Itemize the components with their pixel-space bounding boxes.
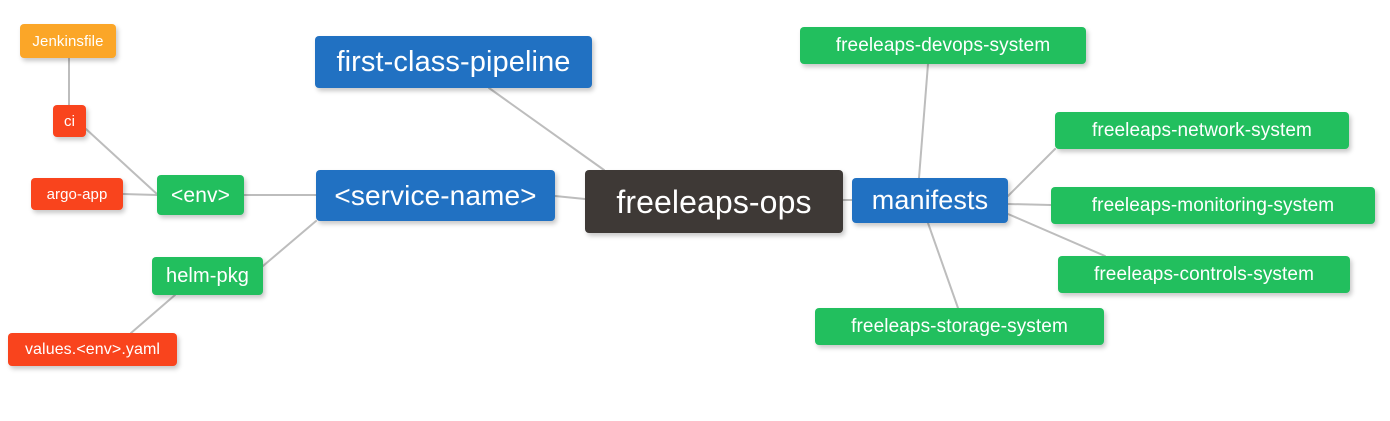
mindmap-node-freeleaps-controls-system[interactable]: freeleaps-controls-system [1058, 256, 1350, 293]
edge-manifests-to-freeleaps-devops-system [918, 63, 929, 179]
mindmap-node-ci[interactable]: ci [53, 105, 86, 137]
edge-service-name-to-helm-pkg [262, 220, 317, 267]
node-label-freeleaps-storage-system: freeleaps-storage-system [851, 316, 1068, 337]
node-label-ci: ci [63, 112, 76, 130]
node-label-freeleaps-ops: freeleaps-ops [616, 183, 812, 220]
mindmap-node-freeleaps-ops[interactable]: freeleaps-ops [585, 170, 843, 233]
mindmap-node-freeleaps-storage-system[interactable]: freeleaps-storage-system [815, 308, 1104, 345]
edge-manifests-to-freeleaps-storage-system [927, 222, 959, 309]
node-label-values-yaml: values.<env>.yaml [24, 340, 161, 358]
mindmap-node-service-name[interactable]: <service-name> [316, 170, 555, 221]
node-label-freeleaps-network-system: freeleaps-network-system [1092, 120, 1312, 141]
node-label-jenkinsfile: Jenkinsfile [32, 32, 104, 50]
mindmap-node-freeleaps-monitoring-system[interactable]: freeleaps-monitoring-system [1051, 187, 1375, 224]
node-label-argo-app: argo-app [46, 185, 108, 203]
mindmap-node-freeleaps-devops-system[interactable]: freeleaps-devops-system [800, 27, 1086, 64]
edge-first-class-pipeline-to-freeleaps-ops [488, 87, 605, 171]
edge-helm-pkg-to-values-yaml [130, 294, 176, 334]
mindmap-node-helm-pkg[interactable]: helm-pkg [152, 257, 263, 295]
node-label-helm-pkg: helm-pkg [165, 265, 250, 287]
node-label-first-class-pipeline: first-class-pipeline [336, 45, 571, 78]
node-label-env: <env> [171, 183, 230, 207]
mindmap-node-env[interactable]: <env> [157, 175, 244, 215]
mindmap-node-jenkinsfile[interactable]: Jenkinsfile [20, 24, 116, 58]
mindmap-node-argo-app[interactable]: argo-app [31, 178, 123, 210]
node-label-freeleaps-devops-system: freeleaps-devops-system [835, 35, 1051, 56]
edge-argo-app-to-env [122, 193, 158, 196]
node-label-manifests: manifests [871, 185, 989, 215]
edge-manifests-to-freeleaps-network-system [1007, 148, 1056, 197]
node-label-freeleaps-monitoring-system: freeleaps-monitoring-system [1091, 195, 1335, 216]
node-label-freeleaps-controls-system: freeleaps-controls-system [1093, 264, 1315, 285]
edge-service-name-to-freeleaps-ops [554, 195, 586, 200]
mindmap-node-values-yaml[interactable]: values.<env>.yaml [8, 333, 177, 366]
node-label-service-name: <service-name> [334, 179, 537, 211]
mindmap-node-first-class-pipeline[interactable]: first-class-pipeline [315, 36, 592, 88]
mindmap-node-freeleaps-network-system[interactable]: freeleaps-network-system [1055, 112, 1349, 149]
edge-manifests-to-freeleaps-monitoring-system [1007, 203, 1052, 206]
mindmap-node-manifests[interactable]: manifests [852, 178, 1008, 223]
